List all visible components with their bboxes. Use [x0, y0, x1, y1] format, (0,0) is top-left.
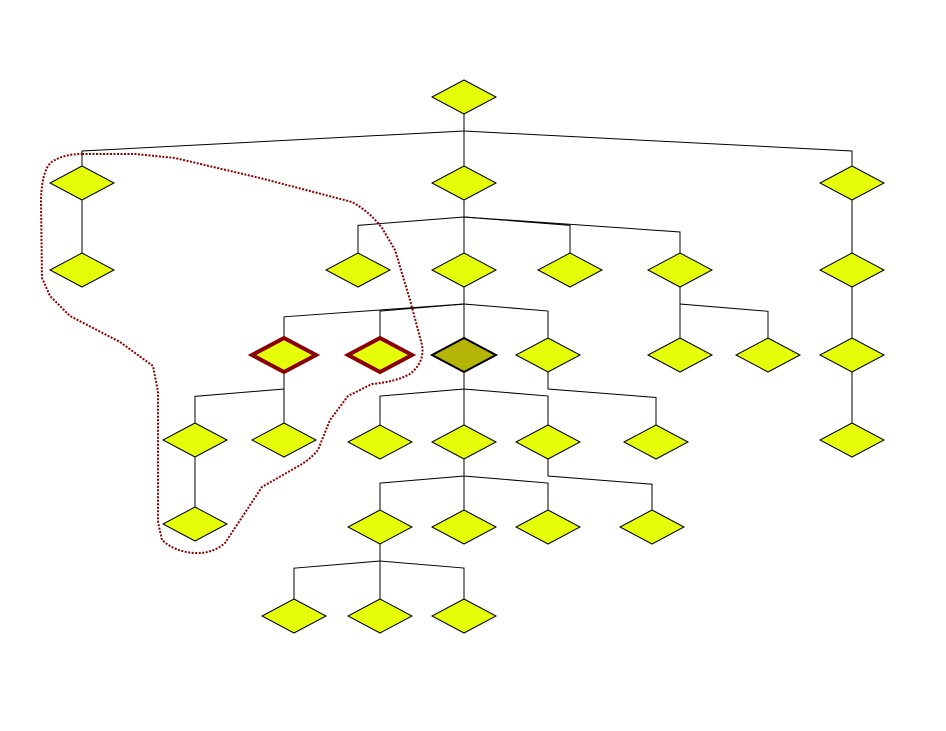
edge-b2d-b2d1 — [547, 372, 657, 425]
node-c2[interactable] — [818, 337, 886, 373]
edge-b4-b4b — [679, 287, 769, 338]
node-b2c1[interactable] — [346, 424, 414, 460]
node-b2c2a[interactable] — [346, 509, 414, 545]
edge-b2c2a-x3 — [379, 544, 465, 599]
node-b2a-highlighted[interactable] — [247, 335, 321, 375]
node-b4b[interactable] — [734, 337, 802, 373]
edge-b-b3 — [463, 200, 571, 253]
edge-b2-b2d — [463, 287, 549, 338]
node-b2c2[interactable] — [430, 424, 498, 460]
node-c3[interactable] — [818, 422, 886, 458]
node-b2c-selected[interactable] — [429, 336, 499, 374]
node-x2[interactable] — [346, 598, 414, 634]
edges — [81, 114, 853, 599]
node-b2c2b[interactable] — [430, 509, 498, 545]
node-root[interactable] — [430, 79, 498, 115]
node-b2d[interactable] — [514, 337, 582, 373]
edge-b-b4 — [463, 200, 681, 253]
node-b4a[interactable] — [646, 337, 714, 373]
node-b2[interactable] — [430, 252, 498, 288]
node-b4[interactable] — [646, 252, 714, 288]
edge-b2a-b2a1 — [194, 372, 285, 423]
node-x1[interactable] — [260, 598, 328, 634]
edge-b2c2a-x1 — [293, 544, 381, 599]
edge-b2c2-b2c2c — [463, 459, 549, 510]
nodes — [48, 79, 886, 634]
node-b2b-highlighted[interactable] — [343, 335, 417, 375]
edge-b2c3-b2c3a — [547, 459, 653, 510]
node-b[interactable] — [430, 165, 498, 201]
edge-b2-b2b — [379, 287, 465, 338]
edge-b2c2-b2c2a — [379, 459, 465, 510]
node-b2c3a[interactable] — [618, 509, 686, 545]
group-outline — [39, 153, 424, 555]
edge-root-a — [81, 114, 465, 166]
node-c[interactable] — [818, 165, 886, 201]
node-a[interactable] — [48, 165, 116, 201]
node-b2a1[interactable] — [161, 422, 229, 458]
edge-root-c — [463, 114, 853, 166]
node-b3[interactable] — [536, 252, 604, 288]
node-x3[interactable] — [430, 598, 498, 634]
node-b2a1x[interactable] — [161, 506, 229, 542]
node-b2c2c[interactable] — [514, 509, 582, 545]
node-b2c3[interactable] — [514, 424, 582, 460]
edge-b2c-b2c3 — [463, 372, 549, 425]
node-b2a2[interactable] — [250, 422, 318, 458]
node-a1[interactable] — [48, 252, 116, 288]
node-b2d1[interactable] — [622, 424, 690, 460]
node-b1[interactable] — [324, 252, 392, 288]
edge-b2-b2a — [283, 287, 465, 338]
node-c1[interactable] — [818, 252, 886, 288]
edge-b-b1 — [357, 200, 465, 253]
